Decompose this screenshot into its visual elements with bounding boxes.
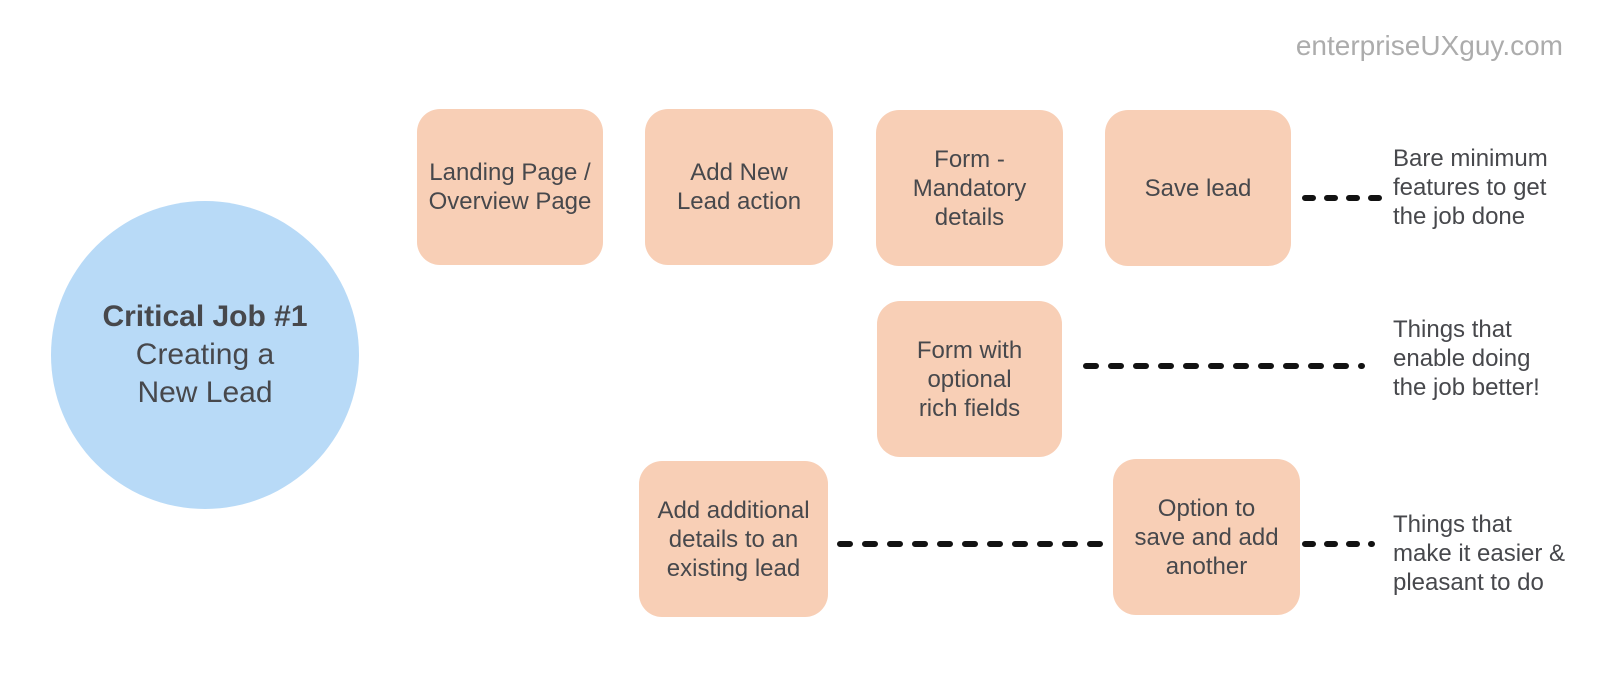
watermark-text: enterpriseUXguy.com (1295, 30, 1563, 61)
card-landing-page-label: Landing Page / Overview Page (428, 159, 592, 215)
card-save-and-add-another-label: Option to save and add another (1134, 494, 1279, 580)
card-form-optional: Form with optional rich fields (877, 301, 1062, 457)
card-save-lead: Save lead (1105, 110, 1291, 266)
card-add-new-lead: Add New Lead action (645, 109, 833, 265)
card-form-mandatory-label: Form - Mandatory details (912, 145, 1027, 231)
card-add-additional-details-label: Add additional details to an existing le… (657, 496, 810, 582)
card-save-lead-label: Save lead (1144, 174, 1252, 202)
card-add-additional-details: Add additional details to an existing le… (639, 461, 828, 617)
card-form-mandatory: Form - Mandatory details (876, 110, 1063, 266)
annotation-enable-better: Things that enable doing the job better! (1393, 316, 1540, 401)
card-add-new-lead-label: Add New Lead action (676, 159, 802, 215)
annotation-bare-minimum: Bare minimum features to get the job don… (1393, 145, 1548, 230)
critical-job-subtitle: Creating a New Lead (135, 338, 275, 409)
card-landing-page: Landing Page / Overview Page (417, 109, 603, 265)
card-save-and-add-another: Option to save and add another (1113, 459, 1300, 615)
critical-job-title: Critical Job #1 (102, 300, 308, 333)
critical-job-circle: Critical Job #1 Creating a New Lead (51, 201, 359, 509)
card-form-optional-label: Form with optional rich fields (916, 336, 1023, 422)
annotation-easier-pleasant: Things that make it easier & pleasant to… (1393, 511, 1566, 596)
